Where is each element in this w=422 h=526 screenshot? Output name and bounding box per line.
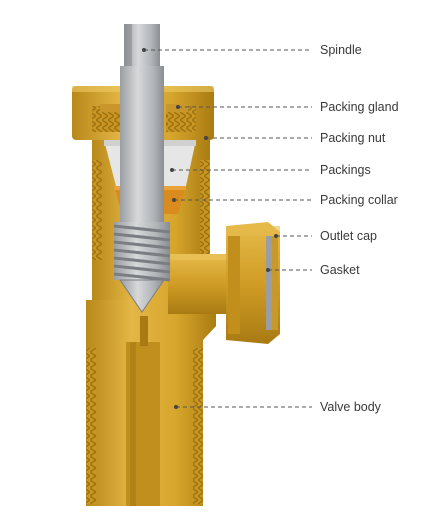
label-packing-nut: Packing nut [320, 131, 386, 145]
label-gasket: Gasket [320, 263, 360, 277]
label-packings: Packings [320, 163, 371, 177]
label-valve-body: Valve body [320, 400, 381, 414]
label-spindle: Spindle [320, 43, 362, 57]
valve-body-shape [86, 300, 216, 506]
label-outlet-cap: Outlet cap [320, 229, 377, 243]
leader-lines [144, 49, 312, 408]
leader-dots [142, 48, 278, 409]
label-packing-collar: Packing collar [320, 193, 398, 207]
label-packing-gland: Packing gland [320, 100, 399, 114]
outlet-cap-shape [226, 222, 280, 344]
spindle-shape [113, 24, 171, 313]
